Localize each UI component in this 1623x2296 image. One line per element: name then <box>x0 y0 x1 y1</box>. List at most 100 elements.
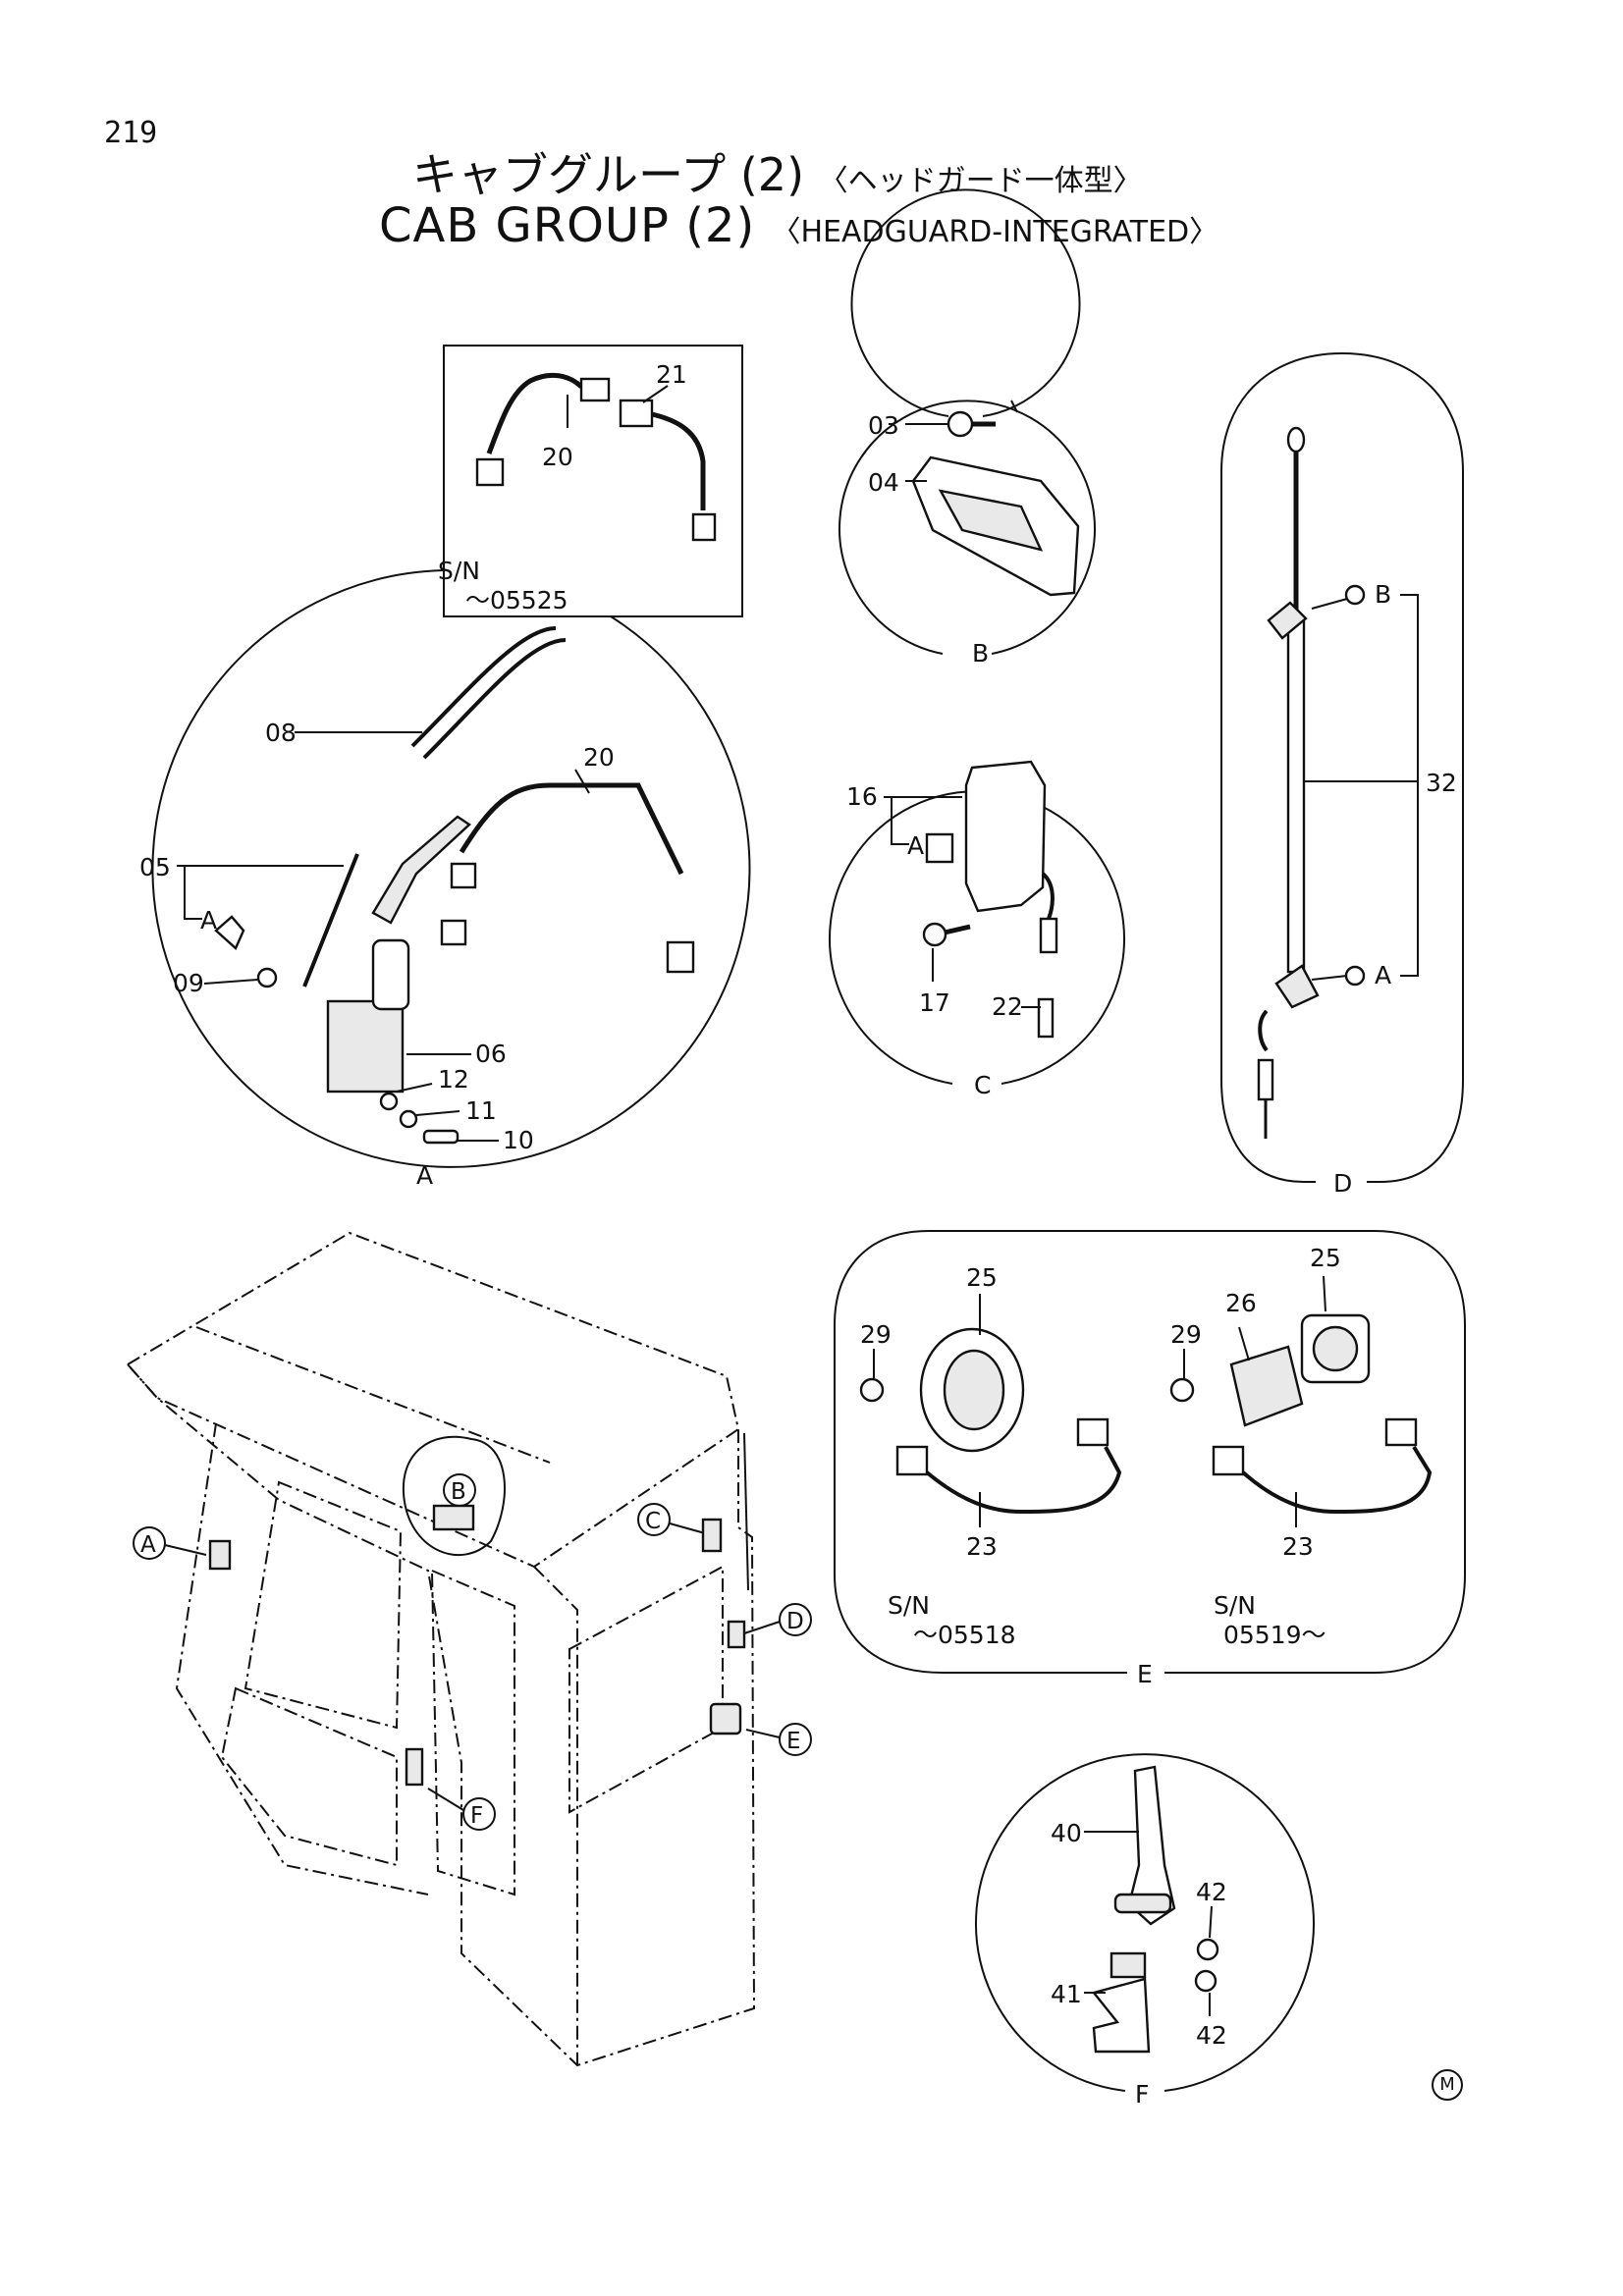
screw-03 <box>947 410 974 438</box>
nut-09 <box>256 967 278 988</box>
inset-harness-20 <box>486 372 583 454</box>
callout-a: A <box>140 1532 156 1558</box>
part-label-a-ref: A <box>200 906 217 934</box>
part-label-06: 06 <box>475 1040 507 1068</box>
detail-f: 40 42 41 42 F <box>975 1753 1315 2109</box>
screw-29-right <box>1169 1377 1195 1403</box>
inset-connector-left <box>475 457 505 487</box>
part-label-25-left: 25 <box>966 1263 998 1292</box>
part-label-12: 12 <box>438 1065 469 1094</box>
leader-12 <box>396 1083 433 1093</box>
bolt-17-shank <box>944 924 971 935</box>
callout-d: D <box>786 1609 804 1634</box>
harness-23-right <box>1241 1445 1433 1515</box>
cab-corner <box>533 1566 578 2065</box>
lever-40-hub <box>1113 1893 1172 1914</box>
bolt-10 <box>422 1129 460 1145</box>
title-japanese: キャブグループ (2) 〈ヘッドガード一体型〉 <box>412 139 1143 204</box>
inset-harness-21 <box>651 411 706 510</box>
cab-front-door <box>430 1569 515 1896</box>
wiper-blade-08-edge <box>422 638 567 760</box>
part-label-d-b: B <box>1375 580 1391 609</box>
part-label-32: 32 <box>1426 769 1457 797</box>
detail-a-label: A <box>416 1161 433 1190</box>
leader-05-a <box>184 866 202 920</box>
lever-40 <box>1127 1765 1176 1926</box>
inset-connector-20 <box>579 377 611 402</box>
detail-d-outline <box>1220 351 1464 1183</box>
detail-b: 03 04 B <box>839 188 1096 667</box>
wiper-motor-06 <box>326 999 405 1094</box>
screw-42-top <box>1196 1938 1219 1961</box>
cab-dome-light <box>432 1504 475 1531</box>
callout-arrow-c <box>669 1522 706 1534</box>
harness-20-connector-b <box>440 919 467 946</box>
callout-circle-d <box>779 1603 812 1636</box>
part-label-41: 41 <box>1051 1980 1082 2008</box>
leader-inset-21 <box>642 385 669 403</box>
work-light-16 <box>964 760 1047 913</box>
title-ja-main: キャブグループ (2) <box>412 148 805 201</box>
part-label-42-top: 42 <box>1196 1878 1227 1906</box>
detail-f-circle <box>975 1753 1315 2092</box>
callout-b: B <box>451 1479 466 1505</box>
wiper-blade-08 <box>410 626 557 748</box>
detail-e: 25 29 23 S/N ～05518 25 26 29 23 S/N 0551… <box>834 1230 1466 1688</box>
cab-overview: A B C D E F <box>126 1231 812 2067</box>
leader-11 <box>415 1110 460 1116</box>
wiper-motor-06-body <box>371 938 410 1011</box>
bolt-b <box>1344 584 1366 606</box>
connector-22-b <box>1037 997 1055 1039</box>
antenna-cable-plug <box>1257 1058 1274 1101</box>
title-en-main: CAB GROUP (2) <box>379 198 756 253</box>
antenna-bracket-bottom <box>1274 964 1320 1009</box>
antenna-bracket-top <box>1267 601 1308 640</box>
detail-c-label: C <box>974 1071 991 1099</box>
detail-b-label: B <box>972 639 989 667</box>
callout-circle-f <box>462 1797 496 1831</box>
harness-20-connector-a <box>450 862 477 889</box>
leader-32-bottom <box>1400 781 1419 977</box>
bracket-41-top <box>1109 1951 1147 1979</box>
callout-circle-b <box>443 1473 476 1507</box>
grille-26 <box>1229 1345 1304 1427</box>
part-label-20-inset: 20 <box>542 443 573 471</box>
part-label-20: 20 <box>583 743 615 772</box>
wiper-arm-05 <box>371 815 471 925</box>
detail-e-label: E <box>1137 1660 1153 1688</box>
inset-sn-05525: 21 20 S/N ～05525 <box>438 345 743 617</box>
arrow-bolt-a <box>1311 975 1348 981</box>
bulb-a <box>925 832 954 864</box>
clip-a <box>214 915 245 950</box>
leader-16-a <box>891 797 909 845</box>
harness-23-right-connector <box>1212 1445 1245 1476</box>
leader-09 <box>203 979 258 985</box>
part-label-16: 16 <box>846 782 878 811</box>
inset-connector-bottom <box>691 512 717 542</box>
callout-circle-e <box>779 1723 812 1756</box>
part-label-09: 09 <box>173 969 204 997</box>
connector-22 <box>1039 917 1058 954</box>
callout-e: E <box>786 1729 801 1754</box>
callout-circle-c <box>637 1503 671 1536</box>
part-label-23-left: 23 <box>966 1532 998 1561</box>
harness-20 <box>459 782 684 876</box>
leader-32-top <box>1400 594 1419 781</box>
detail-d: B 32 A D <box>1220 351 1464 1198</box>
cab-side-door <box>175 1422 429 1896</box>
detail-d-label: D <box>1333 1169 1352 1198</box>
bracket-41 <box>1091 1977 1151 2054</box>
part-label-10: 10 <box>503 1126 534 1154</box>
bolt-17 <box>922 922 947 947</box>
part-label-22: 22 <box>992 992 1023 1021</box>
work-light-lead <box>1041 872 1055 920</box>
part-label-23-right: 23 <box>1282 1532 1314 1561</box>
part-label-11: 11 <box>465 1096 497 1125</box>
cab-antenna <box>743 1432 749 1591</box>
part-label-17: 17 <box>919 988 950 1017</box>
part-label-21-inset: 21 <box>656 360 687 389</box>
sn-range-left: ～05518 <box>913 1621 1016 1649</box>
antenna-tip <box>1286 426 1306 454</box>
cab-part-a <box>208 1539 232 1571</box>
